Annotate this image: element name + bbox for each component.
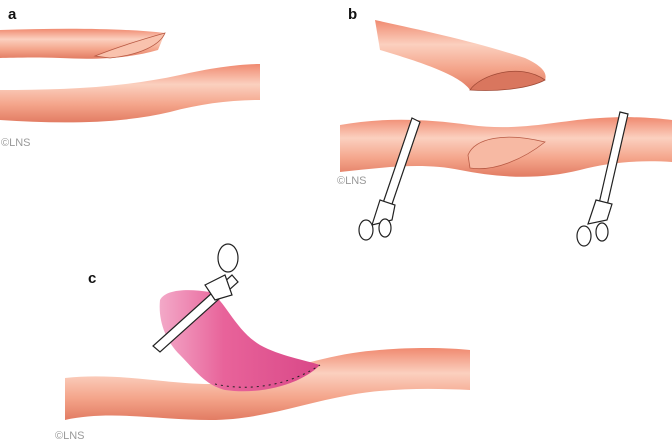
copyright-b: ©LNS — [337, 175, 367, 187]
panel-label-c: c — [88, 270, 97, 287]
panel-a — [0, 28, 260, 123]
vascular-clamp-c — [152, 243, 239, 353]
panel-b — [340, 20, 672, 247]
bevelled-cut-a — [93, 32, 166, 59]
copyright-c: ©LNS — [55, 430, 85, 442]
vessel-lumen-b — [469, 70, 546, 91]
panel-c — [65, 243, 470, 420]
panel-label-a: a — [8, 6, 17, 23]
suture-line-c — [214, 364, 321, 388]
recipient-vessel-a — [0, 64, 260, 123]
graft-vessel-c — [159, 290, 320, 392]
vascular-clamp-left — [358, 117, 421, 241]
vascular-clamp-right — [576, 111, 629, 247]
panel-label-b: b — [348, 6, 358, 23]
arteriotomy-b — [467, 136, 546, 170]
copyright-a: ©LNS — [1, 137, 31, 149]
